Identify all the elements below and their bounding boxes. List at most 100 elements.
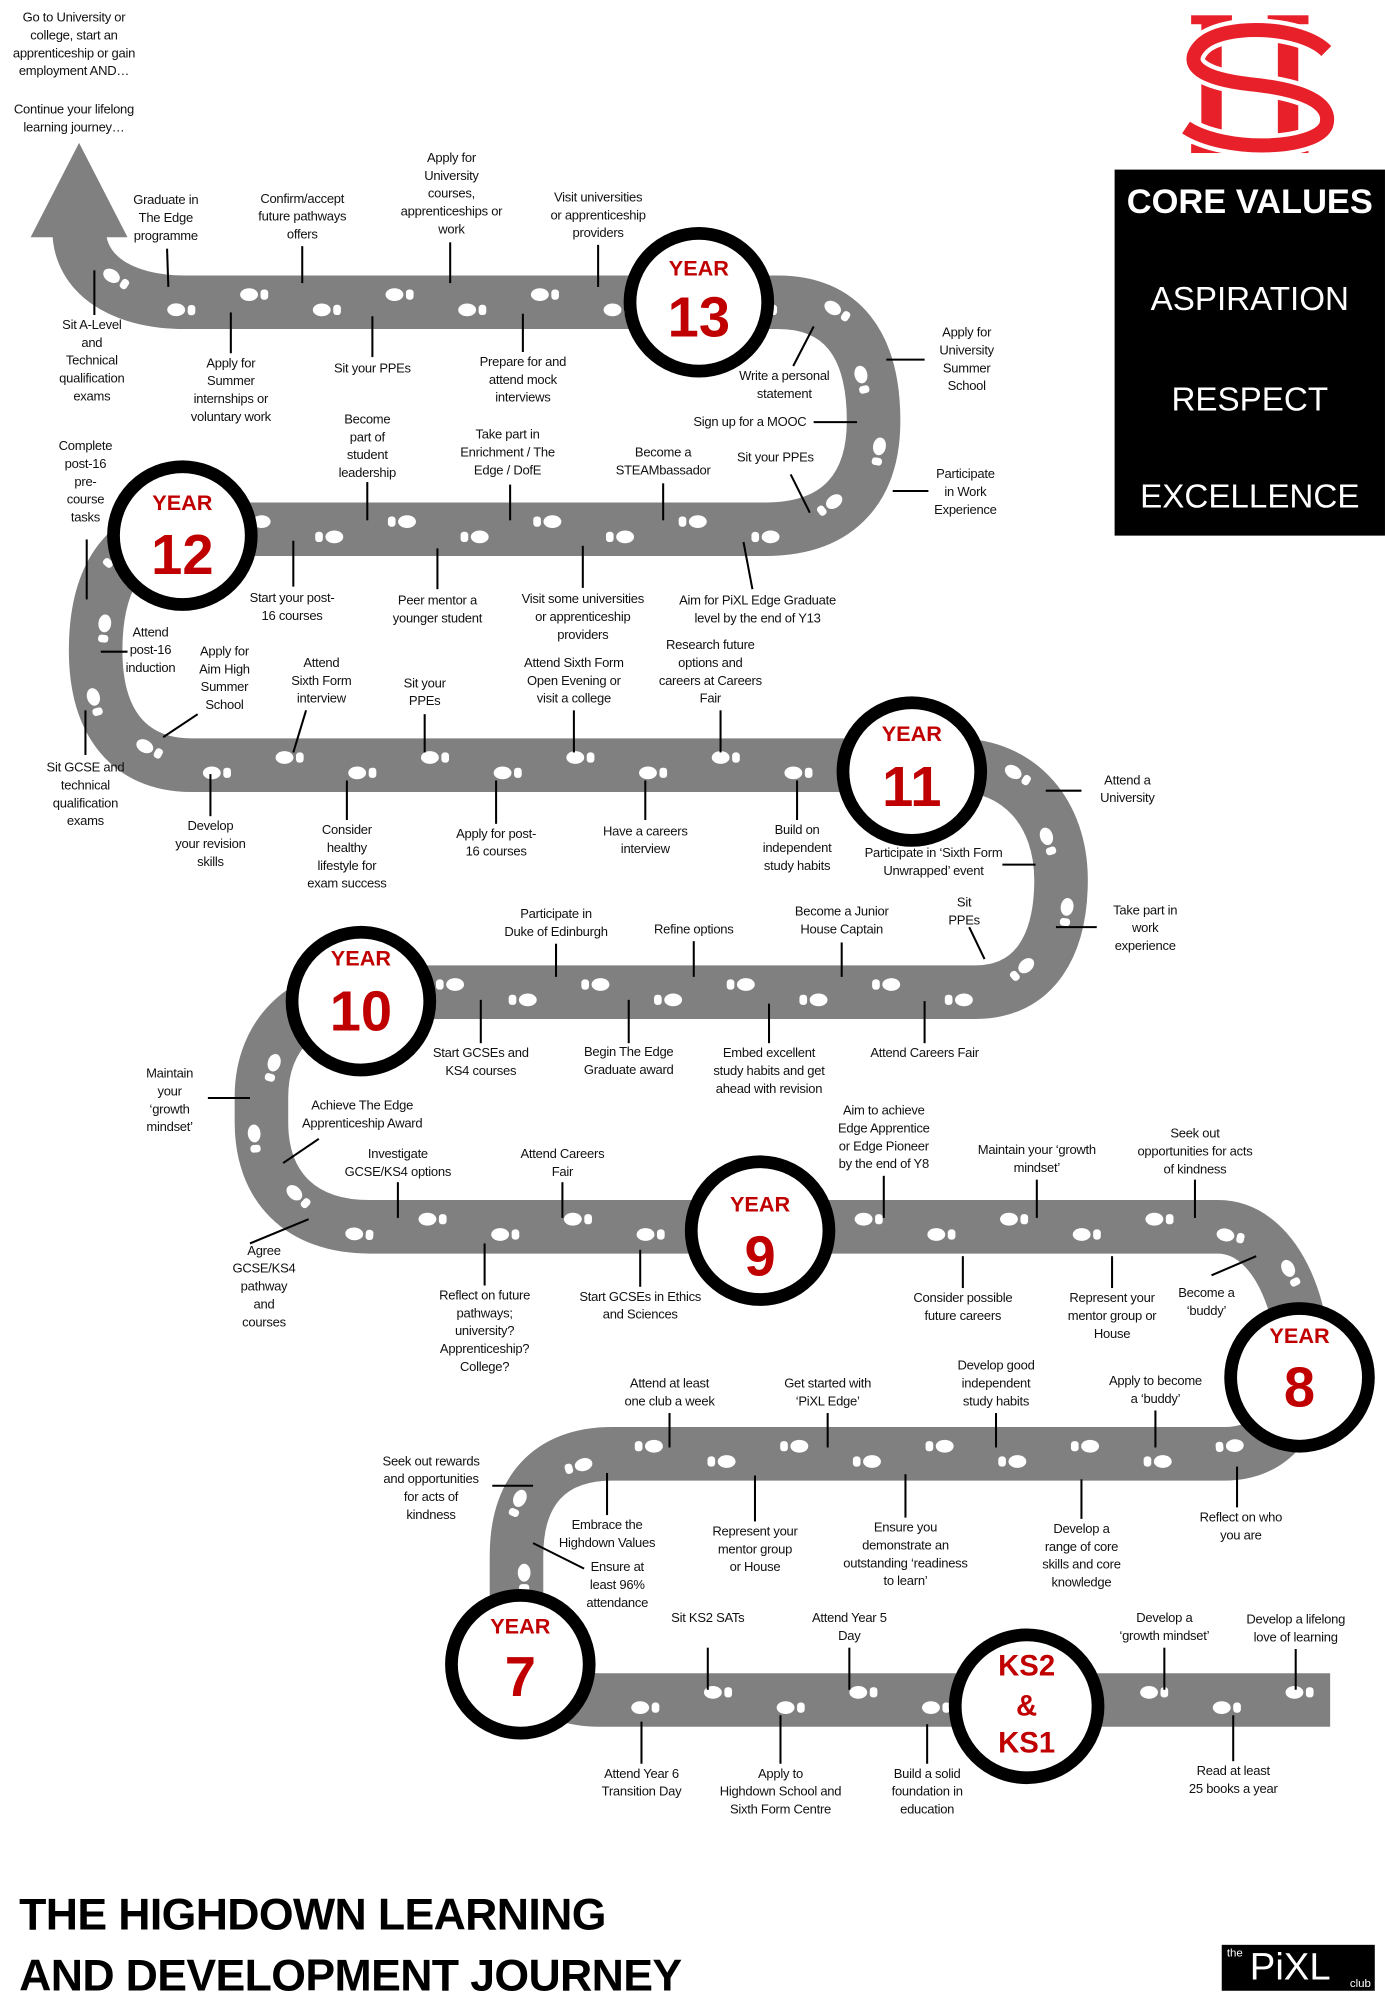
milestone-label: Visit universities or apprenticeship pro… xyxy=(550,191,646,242)
page-title: THE HIGHDOWN LEARNING AND DEVELOPMENT JO… xyxy=(19,1889,682,2001)
footprint-icon xyxy=(1004,764,1031,786)
milestone-label: Sit KS2 SATs xyxy=(671,1611,745,1627)
milestone-label: Develop a lifelong love of learning xyxy=(1246,1613,1346,1646)
footprint-icon xyxy=(98,614,112,643)
milestone-label: Attend post-16 induction xyxy=(125,626,176,676)
year-10-badge: YEAR 10 xyxy=(285,925,437,1077)
milestone-label: Represent your mentor group or House xyxy=(712,1525,798,1575)
pixl-name: PiXL xyxy=(1249,1946,1331,1989)
footprint-icon xyxy=(726,978,755,991)
footprint-icon xyxy=(605,530,635,544)
milestone-label: Build on independent study habits xyxy=(762,823,832,874)
footprint-icon xyxy=(435,978,465,991)
leader-line xyxy=(1211,1255,1257,1277)
footprint-icon xyxy=(998,1455,1027,1468)
milestone-label: Sit your PPEs xyxy=(736,451,814,466)
year-label: YEAR xyxy=(331,945,392,970)
footprint-icon xyxy=(922,1701,951,1715)
milestone-label: Consider healthy lifestyle for exam succ… xyxy=(307,823,387,892)
milestone-label: Start GCSEs and KS4 courses xyxy=(432,1047,529,1079)
year-number: 7 xyxy=(505,1645,536,1708)
ks2-ks1-badge: KS2 & KS1 xyxy=(948,1628,1105,1785)
year-label: YEAR xyxy=(669,255,730,280)
core-values-heading: CORE VALUES xyxy=(1126,182,1373,221)
milestone-label: Continue your lifelong learning journey… xyxy=(13,103,135,136)
core-value: ASPIRATION xyxy=(1150,279,1349,318)
footprint-icon xyxy=(925,1439,954,1453)
footprint-icon xyxy=(1143,1455,1172,1468)
footprint-icon xyxy=(1215,1439,1244,1453)
milestone-label: Attend Sixth Form Open Evening or visit … xyxy=(524,656,624,707)
leader-line xyxy=(968,926,986,960)
footprint-icon xyxy=(854,365,870,394)
footprint-icon xyxy=(564,1458,593,1474)
milestone-label: Attend Careers Fair xyxy=(520,1147,605,1180)
milestone-label: Attend Year 6 Transition Day xyxy=(601,1767,682,1800)
milestone-label: Participate in Work Experience xyxy=(934,468,997,518)
leader-line xyxy=(282,1137,320,1164)
milestone-label: Peer mentor a younger student xyxy=(392,594,483,627)
footprint-icon xyxy=(1145,1212,1174,1226)
milestone-label: Participate in Duke of Edinburgh xyxy=(504,908,608,940)
milestone-label: Graduate in The Edge programme xyxy=(133,193,199,244)
footprint-icon xyxy=(530,288,559,301)
milestone-label: Become a STEAMbassador xyxy=(615,446,711,479)
core-value: EXCELLENCE xyxy=(1140,476,1360,516)
year-number: 8 xyxy=(1284,1356,1315,1419)
milestone-label: Seek out opportunities for acts of kindn… xyxy=(1137,1127,1253,1178)
footprint-icon xyxy=(240,288,269,301)
footprint-icon xyxy=(1000,1212,1029,1226)
highdown-logo xyxy=(1179,15,1339,157)
footprint-icon xyxy=(871,437,886,466)
footprint-icon xyxy=(458,303,487,317)
footprint-icon xyxy=(247,1124,261,1153)
year-number: 9 xyxy=(744,1224,775,1287)
milestone-label: Reflect on who you are xyxy=(1199,1511,1283,1544)
milestone-label: Build a solid foundation in education xyxy=(891,1767,963,1818)
footprint-icon xyxy=(1216,1228,1245,1244)
milestone-label: Apply to become a ‘buddy’ xyxy=(1108,1374,1202,1407)
footprint-icon xyxy=(345,1227,374,1241)
footprint-icon xyxy=(944,993,973,1007)
footprint-icon xyxy=(1009,958,1035,981)
year-13-badge: YEAR 13 xyxy=(623,227,775,378)
milestone-label: Investigate GCSE/KS4 options xyxy=(344,1147,452,1180)
footprint-icon xyxy=(315,530,344,544)
milestone-label: Apply for University Summer School xyxy=(939,326,994,395)
footprint-icon xyxy=(264,1053,281,1082)
milestone-label: Become a ‘buddy’ xyxy=(1178,1286,1235,1319)
milestone-label: Agree GCSE/KS4 pathway and courses xyxy=(232,1244,296,1331)
milestone-label: Develop good independent study habits xyxy=(957,1359,1035,1410)
milestone-label: Ensure you demonstrate an outstanding ‘r… xyxy=(843,1521,968,1590)
leader-line xyxy=(789,473,811,514)
footprint-icon xyxy=(1039,827,1057,856)
milestone-label: Become a Junior House Captain xyxy=(794,905,889,938)
ks-label: KS1 xyxy=(998,1726,1055,1759)
milestone-label: Prepare for and attend mock interviews xyxy=(479,355,567,406)
pixl-club: club xyxy=(1349,1976,1371,1990)
footprint-icon xyxy=(508,1489,527,1518)
footprint-icon xyxy=(312,303,341,317)
footprint-icon xyxy=(636,1228,665,1241)
milestone-label: Develop a ‘growth mindset’ xyxy=(1119,1611,1210,1644)
milestone-label: Start GCSEs in Ethics and Sciences xyxy=(579,1290,702,1323)
footprint-icon xyxy=(493,766,522,780)
pixl-the: the xyxy=(1226,1946,1243,1959)
footprint-icon xyxy=(533,515,562,528)
milestone-label: Take part in work experience xyxy=(1113,904,1178,954)
footprint-icon xyxy=(1281,1259,1301,1287)
footprint-icon xyxy=(1059,898,1074,927)
milestone-label: Attend Year 5 Day xyxy=(811,1611,887,1644)
year-9-badge: YEAR 9 xyxy=(684,1155,836,1306)
footprint-icon xyxy=(1072,1228,1101,1241)
footprint-icon xyxy=(872,978,901,991)
milestone-label: Go to University or college, start an ap… xyxy=(12,11,136,80)
milestone-label: Aim for PiXL Edge Graduate level by the … xyxy=(679,594,836,627)
milestone-label: Reflect on future pathways; university? … xyxy=(439,1289,531,1375)
year-label: YEAR xyxy=(882,721,943,746)
milestone-label: Sit A-Level and Technical qualification … xyxy=(59,318,125,405)
milestone-label: Sit your PPEs xyxy=(403,677,446,710)
milestone-label: Aim to achieve Edge Apprentice or Edge P… xyxy=(838,1104,930,1173)
